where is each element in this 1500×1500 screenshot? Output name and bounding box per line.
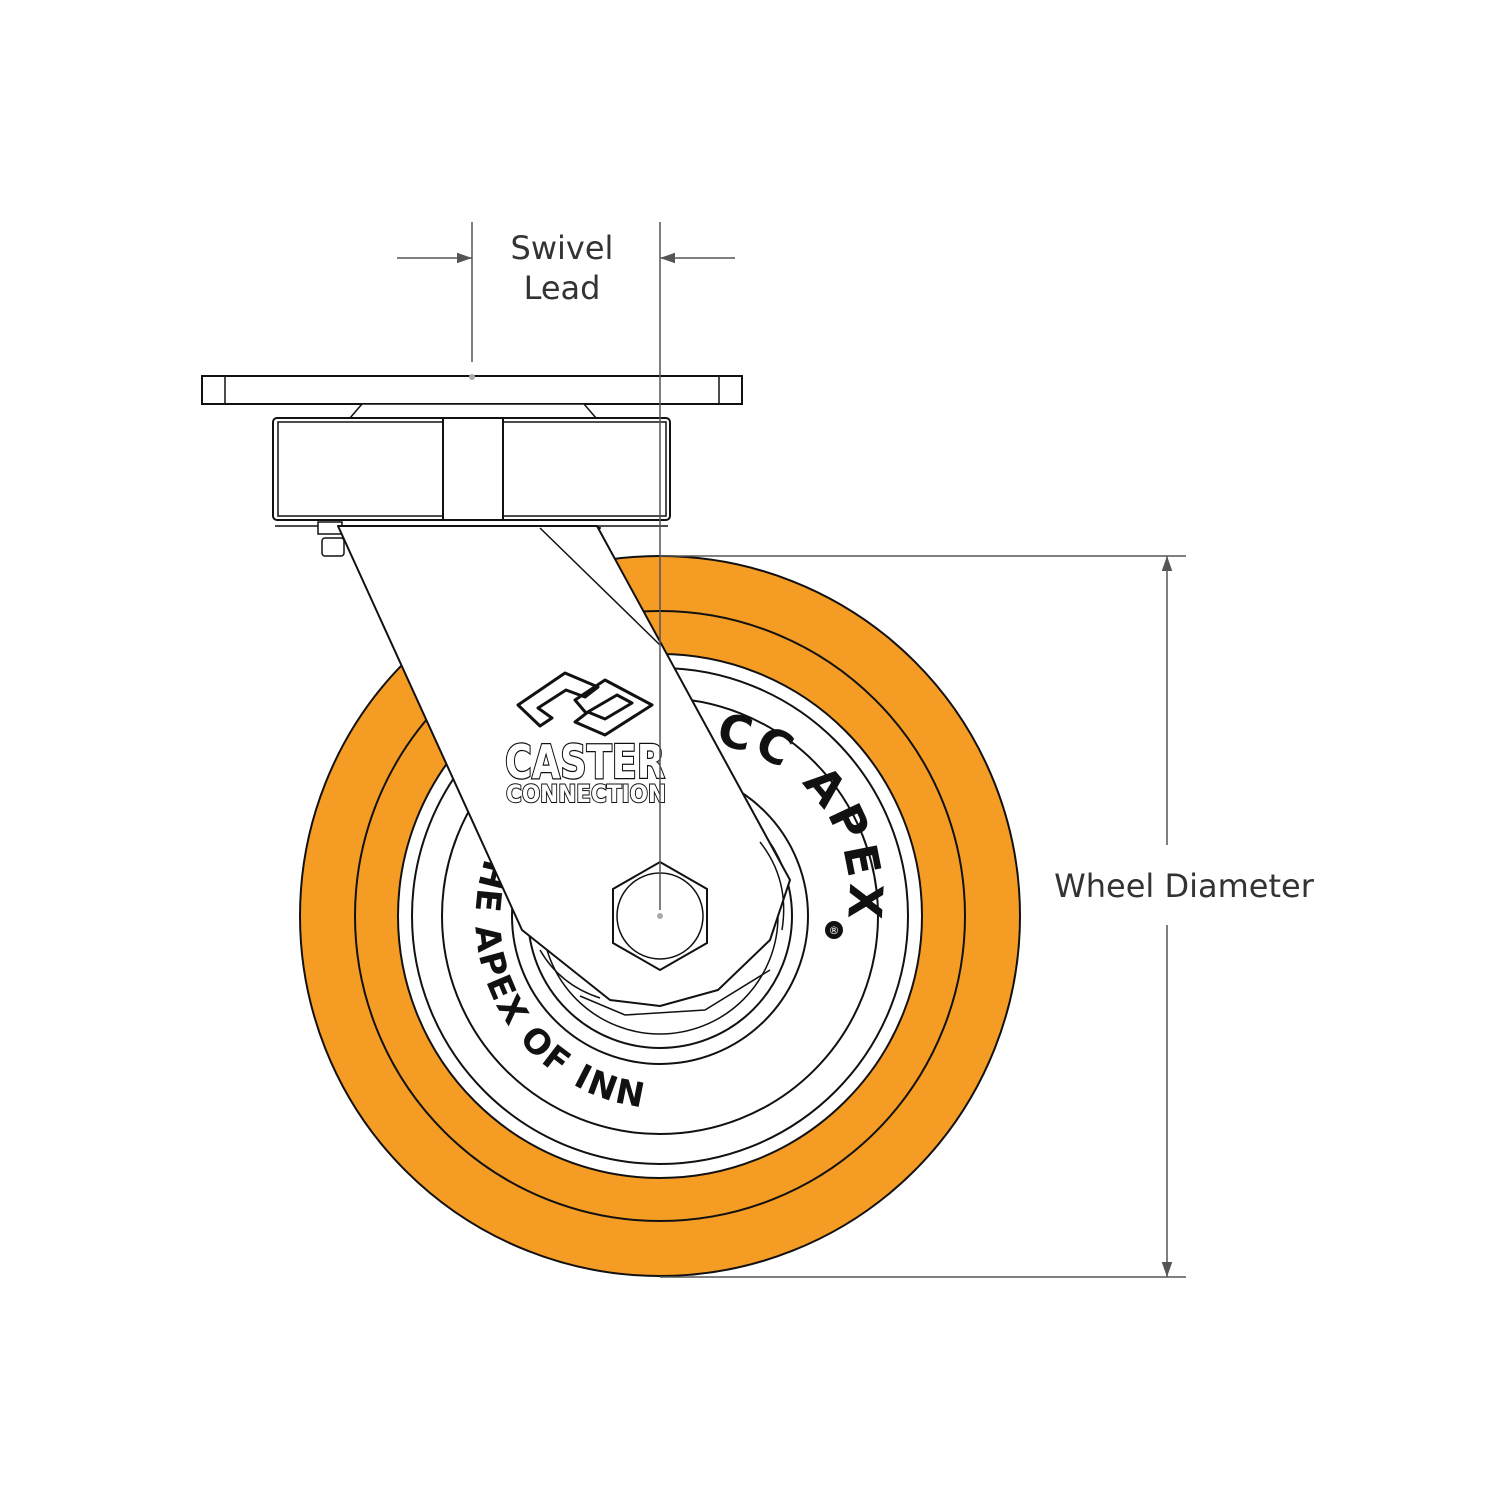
swivel-lead-label-line2: Lead (524, 269, 601, 307)
kingpin-center-mark (469, 374, 475, 380)
logo-line1: CASTER (505, 735, 665, 789)
fork-inner-edge (539, 527, 661, 646)
top-plate (201, 375, 743, 419)
caster-connection-logo: CASTER CONNECTION (504, 671, 667, 809)
registered-mark: ® (829, 924, 840, 937)
axle-nut (612, 860, 708, 972)
logo-mark-icon (516, 671, 654, 737)
swivel-lock-tab (317, 521, 345, 557)
fork-bearing-cutout (539, 841, 785, 999)
wheel-diameter-label: Wheel Diameter (1054, 867, 1315, 905)
swivel-lead-dimension: Swivel Lead (397, 222, 735, 910)
wheel-diameter-dimension: Wheel Diameter (660, 555, 1315, 1278)
kingpin-housing (272, 417, 671, 527)
swivel-lead-label-line1: Swivel (511, 229, 614, 267)
logo-line2: CONNECTION (506, 780, 666, 808)
registered-mark-dot (825, 921, 843, 939)
fork-axle-plate-edge (579, 969, 771, 1016)
